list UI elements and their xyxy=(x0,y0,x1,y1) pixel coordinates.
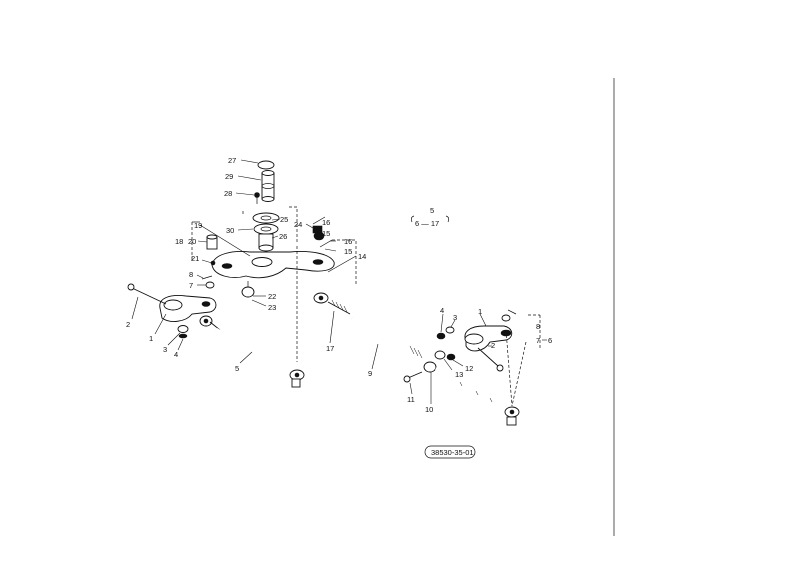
part-2-left-bolt xyxy=(131,287,167,305)
callout-15b-bracket: 15 xyxy=(344,247,352,256)
center-drag-link-assembly xyxy=(313,292,520,426)
callout-23: 23 xyxy=(268,303,276,312)
callout-16a: 16 xyxy=(322,218,330,227)
callout-3a: 3 xyxy=(163,345,167,354)
callout-19: 19 xyxy=(194,221,202,230)
center-pivot-assembly xyxy=(191,160,335,362)
callout-7a: 7 xyxy=(189,281,193,290)
group-label-range: 6 — 17 xyxy=(415,219,439,228)
callout-30: 30 xyxy=(226,226,234,235)
callout-13: 13 xyxy=(455,370,463,379)
drawing-id-label: 38530-35-01 xyxy=(424,445,476,459)
part-4-left-washer xyxy=(178,333,188,339)
part-12-nut xyxy=(446,353,456,361)
part-11-bolt xyxy=(407,371,423,379)
part-25-washer xyxy=(252,212,280,224)
callout-21: 21 xyxy=(191,254,199,263)
callout-22: 22 xyxy=(268,292,276,301)
callout-24: 24 xyxy=(294,220,302,229)
callout-12: 12 xyxy=(465,364,473,373)
callout-10: 10 xyxy=(425,405,433,414)
callout-4b: 4 xyxy=(440,306,444,315)
part-7-right-nut xyxy=(501,314,511,322)
part-3-right-nut xyxy=(445,326,455,334)
callout-26: 26 xyxy=(279,232,287,241)
part-28-grease-fitting xyxy=(254,192,260,198)
part-10-clamp xyxy=(423,361,437,373)
callout-14: 14 xyxy=(358,252,366,261)
part-27-cap xyxy=(257,160,275,170)
part-22-ball-stud xyxy=(241,286,255,298)
part-30-bushing xyxy=(253,223,279,235)
callout-1a: 1 xyxy=(149,334,153,343)
callout-4a: 4 xyxy=(174,350,178,359)
part-8-right-cotter-pin xyxy=(507,309,517,315)
callout-leaders xyxy=(131,159,492,404)
left-tie-rod-assembly xyxy=(199,315,305,388)
callout-15: 15 xyxy=(322,229,330,238)
callout-25: 25 xyxy=(280,215,288,224)
callout-8b: 8 xyxy=(536,322,540,331)
callout-5a: 5 xyxy=(235,364,239,373)
callout-11: 11 xyxy=(407,395,415,404)
callout-3b: 3 xyxy=(453,313,457,322)
callout-29: 29 xyxy=(225,172,233,181)
callout-18: 18 xyxy=(175,237,183,246)
part-4-right-washer xyxy=(436,332,446,340)
callout-2a: 2 xyxy=(126,320,130,329)
left-steering-arm-assembly xyxy=(127,283,217,339)
callout-17: 17 xyxy=(326,344,334,353)
drawing-id-text: 38530-35-01 xyxy=(431,448,474,457)
group-label: 5 6 — 17 xyxy=(410,206,450,228)
part-24-nut xyxy=(312,225,323,234)
part-2-right-bolt xyxy=(477,347,499,367)
part-3-left-nut xyxy=(177,325,189,333)
callout-numbers: 27 29 28 30 25 26 19 18 20 21 8 7 22 23 … xyxy=(126,156,552,414)
callout-8a: 8 xyxy=(189,270,193,279)
callout-7b: 7 xyxy=(536,336,540,345)
part-29-sleeve xyxy=(261,172,275,200)
part-7-nut xyxy=(205,281,215,289)
callout-28: 28 xyxy=(224,189,232,198)
callout-6: 6 xyxy=(548,336,552,345)
right-steering-arm-assembly xyxy=(436,309,541,407)
callout-9: 9 xyxy=(368,369,372,378)
callout-2b: 2 xyxy=(491,341,495,350)
part-13-clamp xyxy=(434,350,446,360)
group-label-top: 5 xyxy=(430,206,434,215)
drawing-id-frame xyxy=(424,445,476,459)
callout-20: 20 xyxy=(188,237,196,246)
callout-16b: 16 xyxy=(344,237,352,246)
callout-27: 27 xyxy=(228,156,236,165)
part-8-cotter-pin xyxy=(201,275,213,280)
part-1-right-steering-arm xyxy=(464,325,513,352)
part-19-bellcrank-arm xyxy=(211,251,335,279)
callout-1b: 1 xyxy=(478,307,482,316)
